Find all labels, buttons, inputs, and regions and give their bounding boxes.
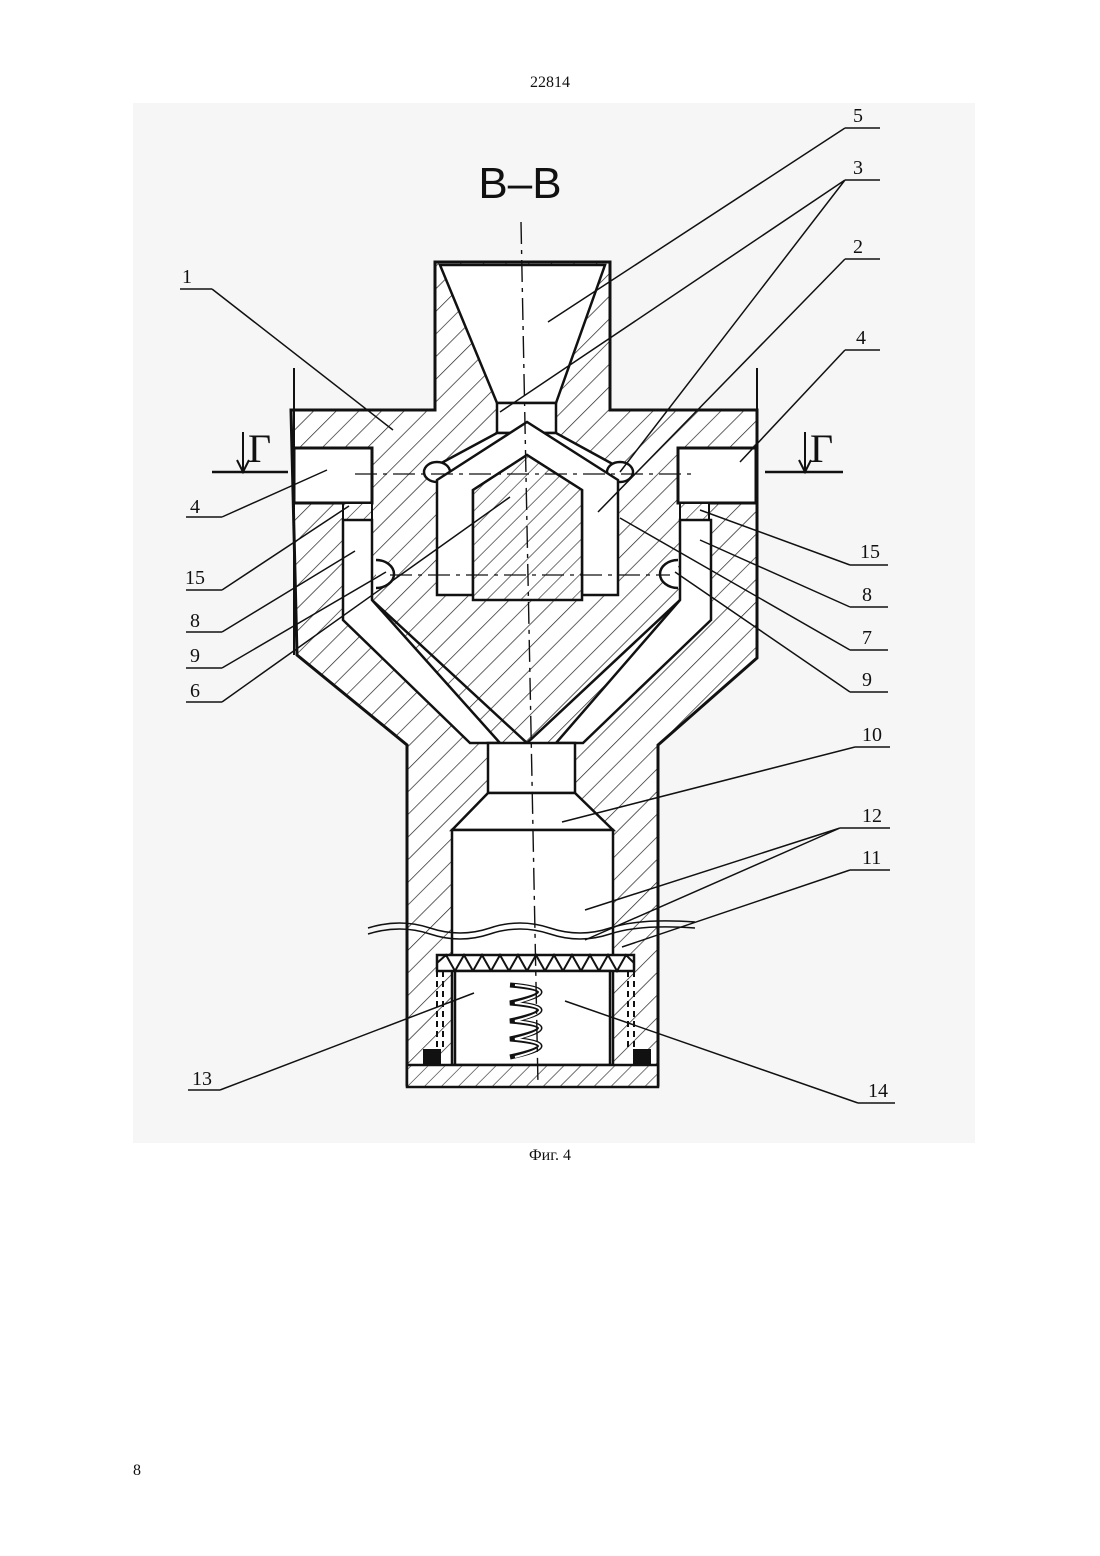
callout-6: 6 <box>190 680 200 702</box>
o-ring-left <box>423 1049 441 1065</box>
callout-9-left: 9 <box>190 645 200 667</box>
callout-11: 11 <box>862 847 881 869</box>
callout-10: 10 <box>862 724 882 746</box>
callout-15-left: 15 <box>185 567 205 589</box>
callout-7: 7 <box>862 627 872 649</box>
seal-left <box>343 503 372 520</box>
port-right <box>678 448 756 503</box>
callout-1: 1 <box>182 266 192 288</box>
callout-2: 2 <box>853 236 863 258</box>
callout-8-left: 8 <box>190 610 200 632</box>
section-marker-right: Г <box>810 426 833 471</box>
section-title: В–В <box>478 159 561 208</box>
callout-3: 3 <box>853 157 863 179</box>
callout-4-right: 4 <box>856 327 866 349</box>
bottom-plug <box>407 1065 658 1087</box>
callout-15-right: 15 <box>860 541 880 563</box>
figure-caption: Фиг. 4 <box>0 1147 1100 1165</box>
callout-4-left: 4 <box>190 496 200 518</box>
callout-13: 13 <box>192 1068 212 1090</box>
port-left <box>294 448 372 503</box>
callout-8-right: 8 <box>862 584 872 606</box>
callout-5: 5 <box>853 105 863 127</box>
callout-14: 14 <box>868 1080 888 1102</box>
callout-12: 12 <box>862 805 882 827</box>
section-marker-left: Г <box>248 426 271 471</box>
callout-9-right: 9 <box>862 669 872 691</box>
page-number: 8 <box>133 1462 141 1480</box>
o-ring-right <box>633 1049 651 1065</box>
